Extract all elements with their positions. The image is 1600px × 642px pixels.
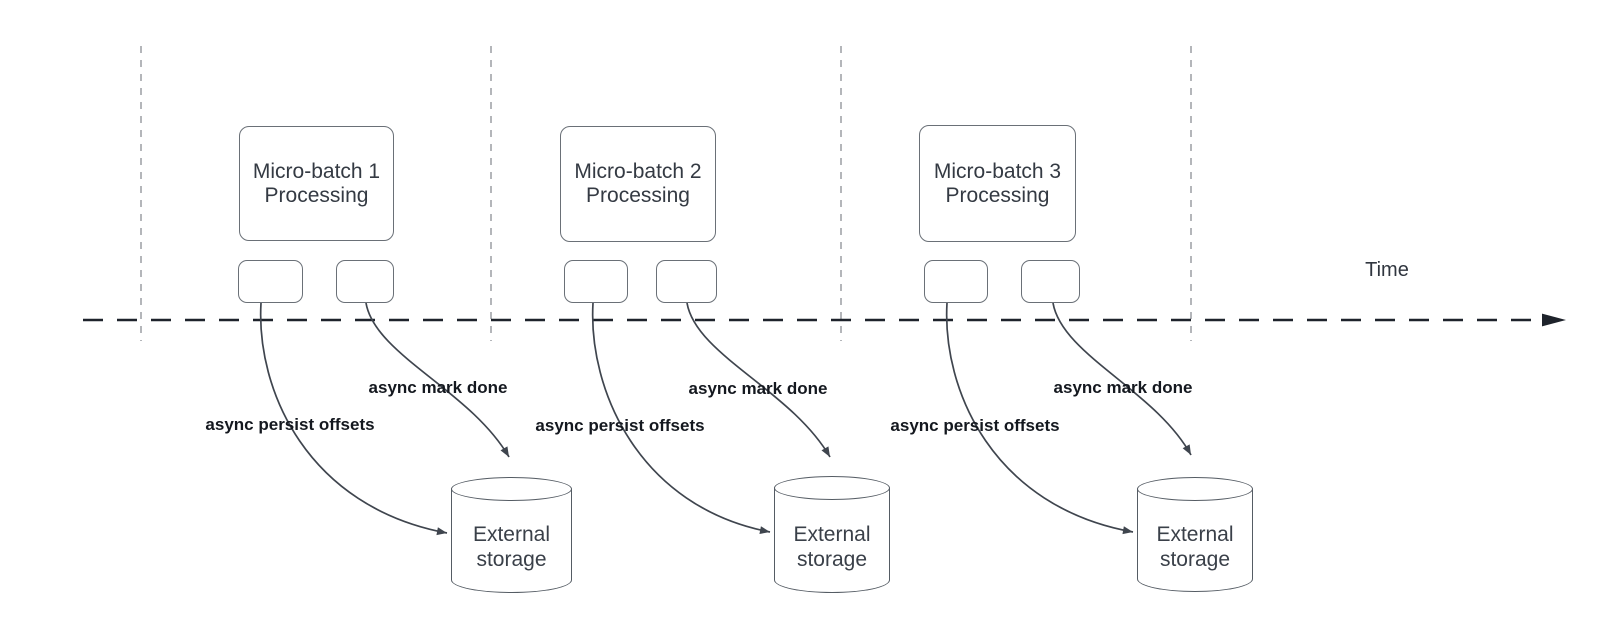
time-axis-arrowhead-icon [1542,313,1566,327]
done-task-box-3 [1021,260,1080,303]
external-storage-cylinder-1: External storage [451,477,572,593]
micro-batch-2-processing-box: Micro-batch 2 Processing [560,126,716,242]
mark-done-arrow-2 [686,302,831,458]
cylinder-body-1 [451,489,572,593]
async-mark-done-label-2: async mark done [688,379,828,398]
persist-offsets-arrow-2 [591,302,771,535]
async-mark-done-label-3: async mark done [1053,378,1193,397]
micro-batch-1-processing-box: Micro-batch 1 Processing [239,126,394,241]
external-storage-cylinder-3: External storage [1137,477,1253,592]
mark-done-arrow-3 [1052,302,1192,456]
mark-done-arrow-1 [365,302,510,458]
done-task-box-2 [656,260,717,303]
micro-batch-2-processing-label: Micro-batch 2 Processing [574,160,702,207]
micro-batch-3-processing-box: Micro-batch 3 Processing [919,125,1076,242]
async-persist-offsets-label-1: async persist offsets [205,415,375,434]
external-storage-cylinder-2: External storage [774,476,890,593]
time-axis-label: Time [1365,258,1409,281]
cylinder-top-ellipse-3 [1137,477,1253,501]
offset-task-box-3 [924,260,988,303]
external-storage-label-1: External storage [472,523,551,571]
offset-task-box-2 [564,260,628,303]
external-storage-label-3: External storage [1156,522,1234,571]
micro-batch-3-processing-label: Micro-batch 3 Processing [933,159,1062,207]
async-mark-done-label-1: async mark done [368,378,508,397]
offset-task-box-1 [238,260,303,303]
persist-offsets-arrow-1 [259,302,448,536]
persist-offsets-arrow-3 [945,302,1134,535]
micro-batch-1-processing-label: Micro-batch 1 Processing [252,159,381,207]
async-persist-offsets-label-3: async persist offsets [890,416,1060,435]
cylinder-top-ellipse-1 [451,477,572,501]
cylinder-body-2 [774,488,890,593]
cylinder-top-ellipse-2 [774,476,890,500]
done-task-box-1 [336,260,394,303]
external-storage-label-2: External storage [793,522,871,571]
async-persist-offsets-label-2: async persist offsets [535,416,705,435]
cylinder-body-3 [1137,489,1253,592]
